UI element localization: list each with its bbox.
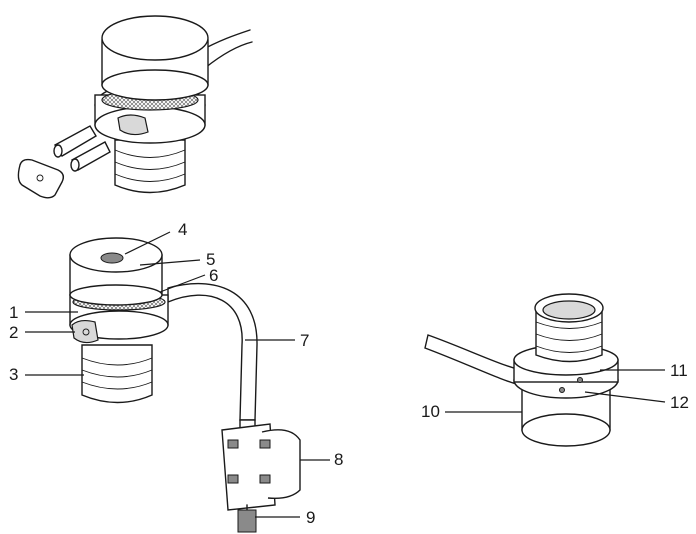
callout-4: 4 [178,220,188,239]
shield-3 [81,344,153,404]
connector-9 [237,509,257,533]
hole-12 [559,387,565,393]
callout-2: 2 [9,323,19,342]
top-cable-b [204,41,253,69]
bracket-8 [221,423,301,511]
callout-3: 3 [9,365,19,384]
battery-install-view [17,15,253,199]
button-4 [100,252,124,264]
top-head-cap [101,15,209,61]
fins-right [535,309,603,363]
callout-5: 5 [206,250,216,269]
leader-lines [25,231,666,518]
callout-1: 1 [9,303,19,322]
callout-7: 7 [300,331,310,350]
callout-11: 11 [670,361,688,380]
bottom-view [424,293,619,447]
batteries [53,125,111,172]
hole-11 [577,377,583,383]
assembled-sensor-view [69,237,301,533]
callout-9: 9 [306,508,316,527]
battery-bay [117,114,149,136]
callout-8: 8 [334,450,344,469]
cover-2 [71,319,99,344]
callout-10: 10 [421,402,440,421]
top-shield-fins [114,139,186,194]
callout-12: 12 [670,393,689,412]
callout-6: 6 [209,266,219,285]
arm-7 [167,282,258,421]
battery-cover [17,158,65,199]
